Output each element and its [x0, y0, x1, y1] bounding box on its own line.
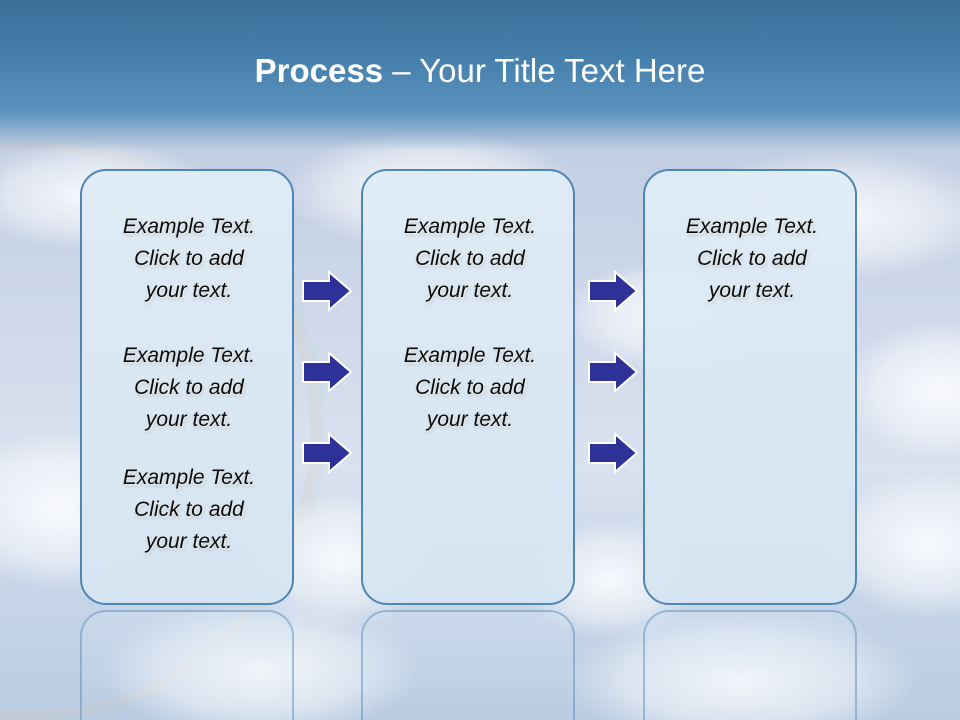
right-arrow-icon[interactable] [301, 432, 353, 474]
text-line: Click to add [697, 247, 807, 270]
slide-title[interactable]: Process – Your Title Text Here [0, 52, 960, 90]
right-arrow-icon[interactable] [587, 270, 639, 312]
text-line: Example Text. [122, 466, 256, 489]
arrow-shape [302, 432, 353, 474]
title-rest: – Your Title Text Here [383, 52, 706, 89]
arrow-shape [588, 432, 639, 474]
text-line: Example Text. [403, 215, 537, 238]
process-box-1[interactable]: Example Text. Click to add your text. Ex… [80, 169, 294, 605]
text-line: your text. [708, 279, 796, 302]
text-line: Example Text. [122, 344, 256, 367]
text-line: Click to add [134, 247, 244, 270]
box-reflection [361, 610, 575, 720]
text-line: your text. [145, 279, 233, 302]
process-box-3[interactable]: Example Text. Click to add your text. [643, 169, 857, 605]
box-reflection [643, 610, 857, 720]
arrow-shape [302, 351, 353, 393]
title-bar: Process – Your Title Text Here [0, 0, 960, 150]
text-line: your text. [426, 279, 514, 302]
arrow-shape [588, 351, 639, 393]
text-line: Click to add [415, 247, 525, 270]
text-placeholder[interactable]: Example Text. Click to add your text. [82, 462, 296, 558]
arrow-shape [588, 270, 639, 312]
text-line: Example Text. [122, 215, 256, 238]
text-placeholder[interactable]: Example Text. Click to add your text. [363, 340, 577, 436]
cloud [840, 320, 960, 460]
text-line: Click to add [134, 498, 244, 521]
right-arrow-icon[interactable] [587, 432, 639, 474]
title-bold: Process [254, 52, 384, 89]
right-arrow-icon[interactable] [301, 270, 353, 312]
text-line: your text. [145, 408, 233, 431]
process-box-2[interactable]: Example Text. Click to add your text. Ex… [361, 169, 575, 605]
text-line: Click to add [415, 376, 525, 399]
right-arrow-icon[interactable] [587, 351, 639, 393]
arrow-shape [302, 270, 353, 312]
right-arrow-icon[interactable] [301, 351, 353, 393]
text-placeholder[interactable]: Example Text. Click to add your text. [82, 211, 296, 307]
text-line: your text. [145, 530, 233, 553]
box-reflection [80, 610, 294, 720]
text-line: your text. [426, 408, 514, 431]
text-line: Example Text. [685, 215, 819, 238]
text-placeholder[interactable]: Example Text. Click to add your text. [363, 211, 577, 307]
text-line: Example Text. [403, 344, 537, 367]
text-line: Click to add [134, 376, 244, 399]
text-placeholder[interactable]: Example Text. Click to add your text. [82, 340, 296, 436]
text-placeholder[interactable]: Example Text. Click to add your text. [645, 211, 859, 307]
cloud [560, 610, 920, 720]
